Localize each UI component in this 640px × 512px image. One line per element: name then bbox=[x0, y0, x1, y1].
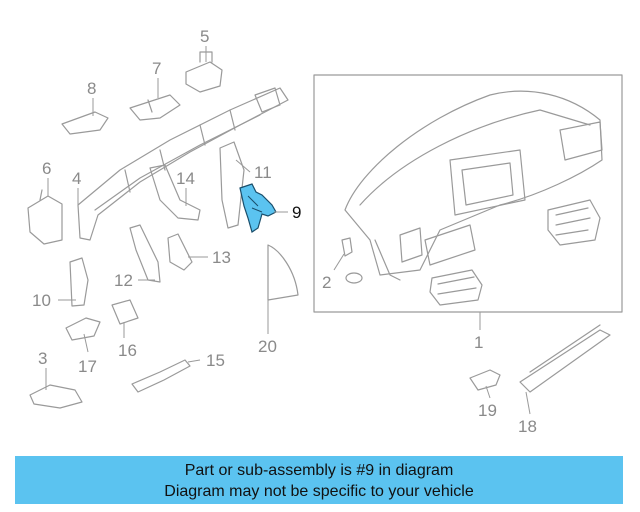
part-14-bracket bbox=[149, 164, 201, 221]
part-6-bracket bbox=[27, 189, 63, 245]
callout-19: 19 bbox=[478, 401, 497, 420]
dashboard-drawing bbox=[344, 90, 603, 281]
callout-4: 4 bbox=[72, 169, 81, 188]
callout-15: 15 bbox=[206, 351, 225, 370]
info-banner: Part or sub-assembly is #9 in diagram Di… bbox=[15, 456, 623, 504]
part-7-bracket bbox=[129, 94, 181, 121]
callout-1: 1 bbox=[474, 333, 483, 352]
vent-center bbox=[429, 269, 483, 306]
part-9-shape bbox=[239, 183, 277, 233]
part-9-highlighted bbox=[239, 183, 277, 233]
part-11-panel bbox=[219, 141, 245, 229]
part-15-bracket bbox=[131, 359, 191, 393]
part-13-bracket bbox=[167, 233, 193, 271]
instrument-panel-frame bbox=[313, 74, 623, 313]
leader-lines bbox=[45, 46, 531, 415]
callout-5: 5 bbox=[200, 27, 209, 46]
part-20-trim bbox=[267, 244, 299, 301]
callout-7: 7 bbox=[152, 59, 161, 78]
part-8-bracket bbox=[61, 111, 109, 135]
callout-6: 6 bbox=[42, 159, 51, 178]
part-18-rail bbox=[519, 324, 611, 393]
part-12-bracket bbox=[129, 224, 161, 283]
vent-right bbox=[547, 199, 601, 246]
callout-8: 8 bbox=[87, 79, 96, 98]
part-3-bracket bbox=[29, 384, 83, 409]
callout-14: 14 bbox=[176, 169, 195, 188]
callout-11: 11 bbox=[254, 163, 272, 182]
callout-17: 17 bbox=[78, 357, 97, 376]
part-2-clip bbox=[341, 237, 353, 257]
part-17-bracket bbox=[65, 317, 101, 341]
part-16-bracket bbox=[111, 299, 139, 325]
banner-line-1: Part or sub-assembly is #9 in diagram bbox=[184, 462, 454, 479]
callout-9: 9 bbox=[292, 203, 301, 222]
callout-2: 2 bbox=[322, 273, 331, 292]
callout-16: 16 bbox=[118, 341, 137, 360]
callout-20: 20 bbox=[258, 337, 277, 356]
part-2-plug bbox=[345, 272, 363, 284]
parts-diagram: 1 2 3 4 5 6 7 8 9 10 11 12 13 14 15 16 1… bbox=[27, 27, 623, 436]
callout-3: 3 bbox=[38, 349, 47, 368]
banner-line-2: Diagram may not be specific to your vehi… bbox=[164, 483, 474, 500]
part-10-bracket bbox=[69, 257, 89, 307]
part-19-bracket bbox=[469, 369, 501, 391]
callout-13: 13 bbox=[212, 248, 231, 267]
part-5-bracket bbox=[185, 51, 223, 93]
callout-10: 10 bbox=[32, 291, 51, 310]
callout-18: 18 bbox=[518, 417, 537, 436]
callout-12: 12 bbox=[114, 271, 133, 290]
